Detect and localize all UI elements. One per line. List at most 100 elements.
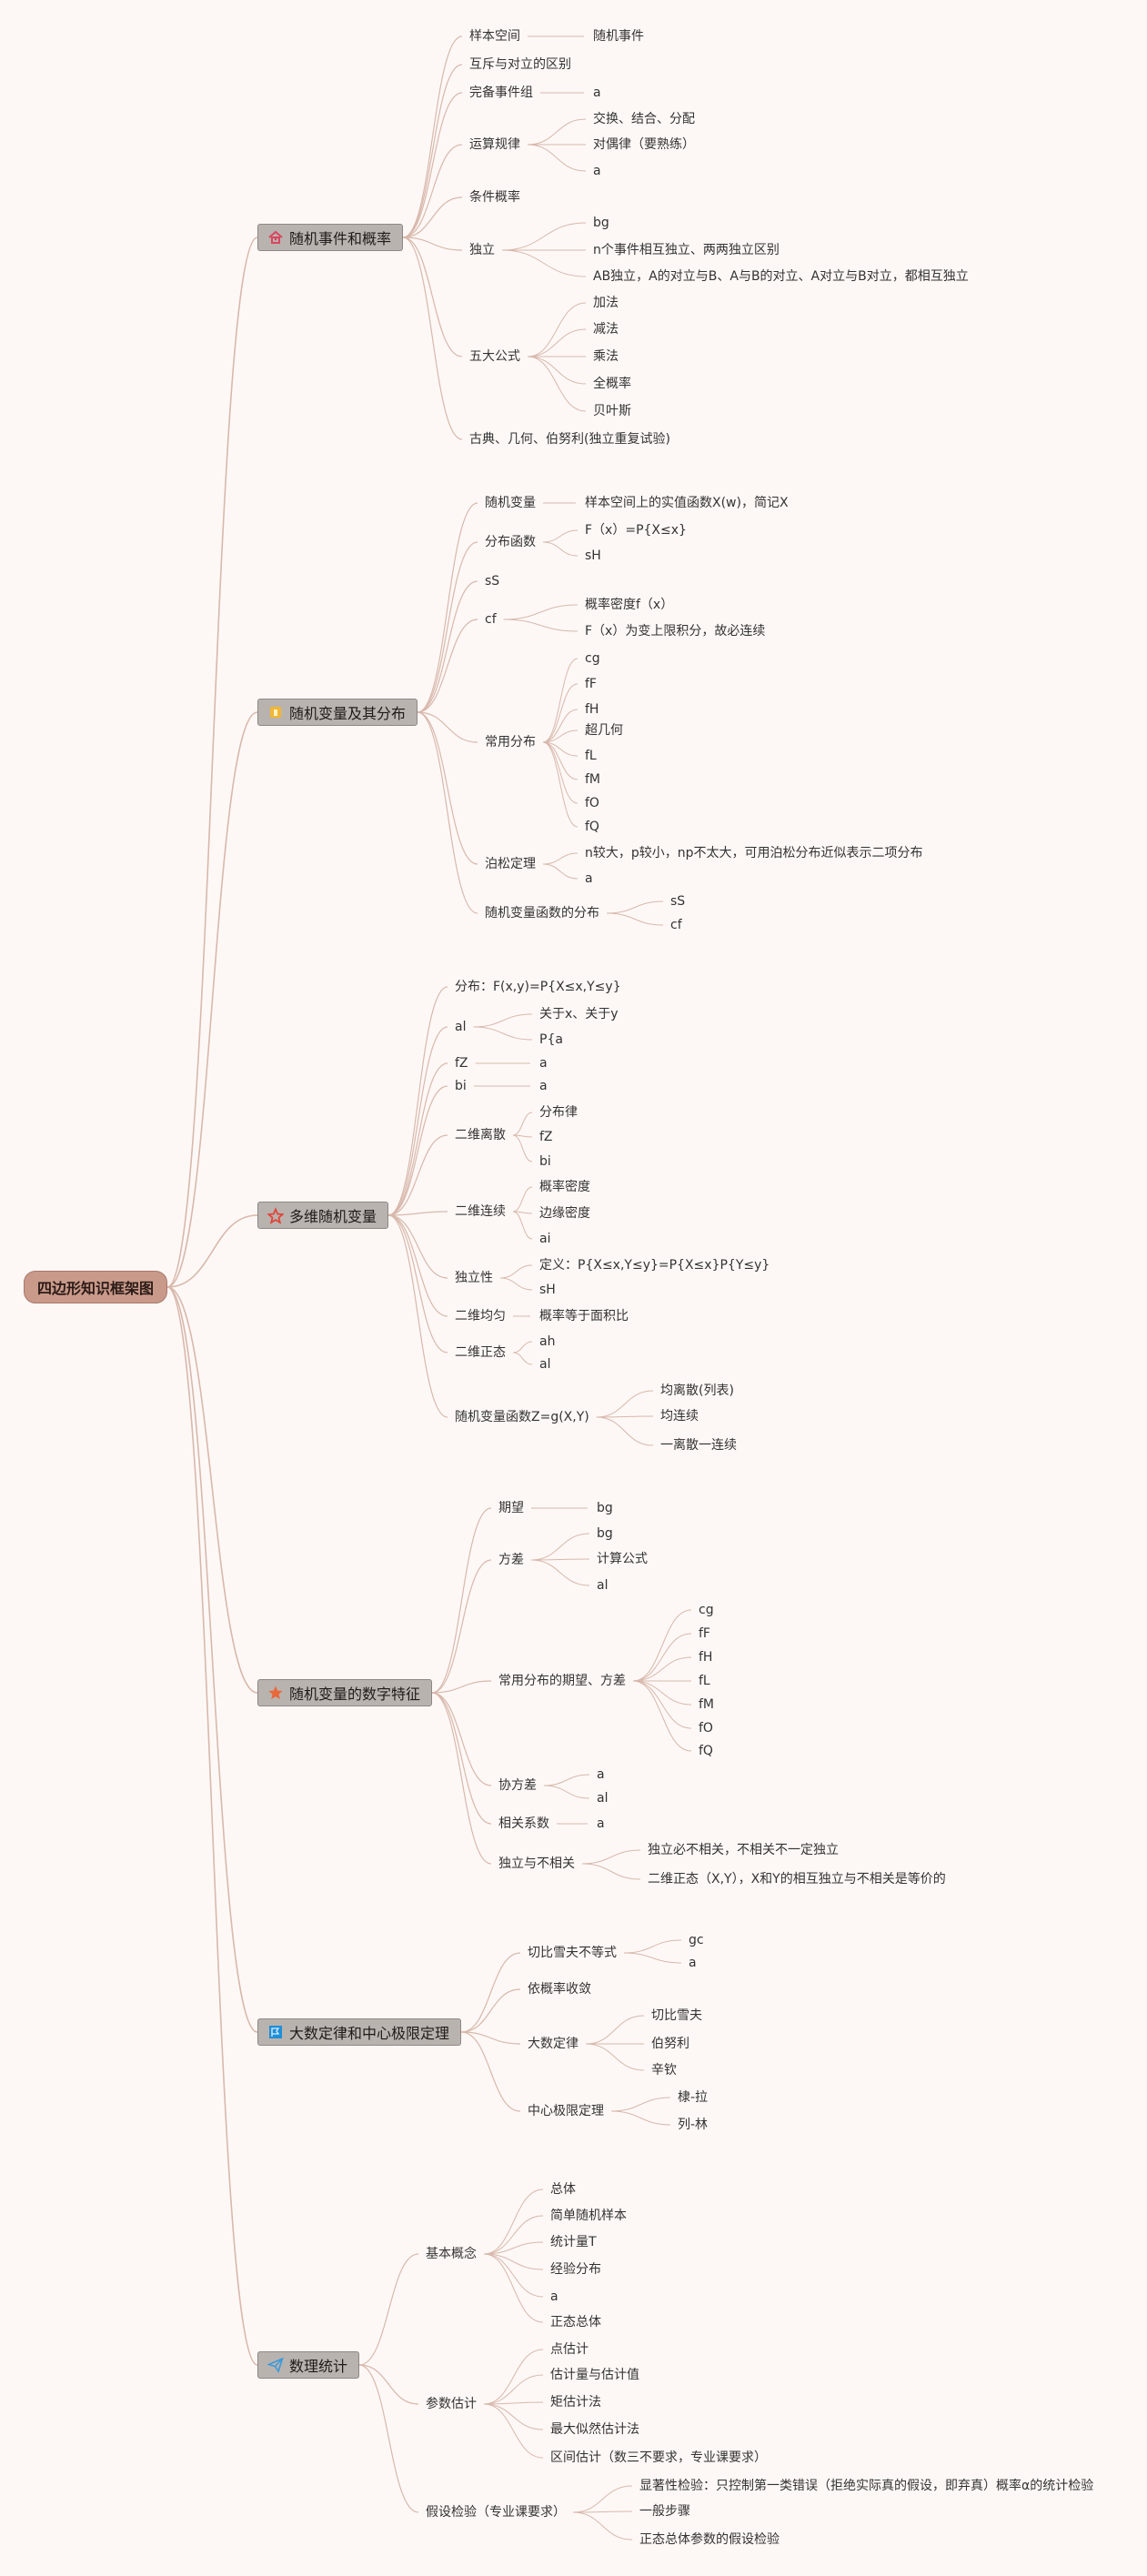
- detail-topic[interactable]: 统计量T: [550, 2235, 597, 2249]
- subtopic[interactable]: 方差: [498, 1553, 524, 1567]
- detail-topic[interactable]: a: [593, 86, 601, 100]
- detail-topic[interactable]: fQ: [699, 1744, 713, 1758]
- detail-topic[interactable]: fF: [699, 1626, 710, 1641]
- detail-topic[interactable]: n较大，p较小，np不太大，可用泊松分布近似表示二项分布: [585, 846, 923, 860]
- detail-topic[interactable]: fM: [585, 772, 601, 787]
- subtopic[interactable]: 参数估计: [426, 2397, 477, 2411]
- detail-topic[interactable]: bi: [539, 1154, 551, 1169]
- detail-topic[interactable]: al: [539, 1357, 551, 1372]
- subtopic[interactable]: 协方差: [498, 1778, 537, 1793]
- detail-topic[interactable]: 概率密度: [539, 1180, 590, 1194]
- main-topic[interactable]: 随机变量的数字特征: [257, 1679, 433, 1706]
- detail-topic[interactable]: al: [597, 1578, 609, 1593]
- subtopic[interactable]: 随机变量函数Z=g(X,Y): [455, 1410, 589, 1424]
- detail-topic[interactable]: 定义：P{X≤x,Y≤y}=P{X≤x}P{Y≤y}: [539, 1258, 770, 1273]
- subtopic[interactable]: 泊松定理: [485, 857, 536, 871]
- detail-topic[interactable]: al: [597, 1791, 609, 1806]
- subtopic[interactable]: cf: [485, 612, 497, 627]
- detail-topic[interactable]: a: [539, 1056, 548, 1071]
- subtopic[interactable]: 中心极限定理: [528, 2104, 604, 2118]
- detail-topic[interactable]: 棣-拉: [678, 2090, 709, 2105]
- detail-topic[interactable]: 伯努利: [651, 2037, 689, 2051]
- subtopic[interactable]: 切比雪夫不等式: [528, 1946, 617, 1960]
- detail-topic[interactable]: 总体: [550, 2182, 576, 2197]
- subtopic[interactable]: 相关系数: [498, 1816, 549, 1831]
- detail-topic[interactable]: 加法: [593, 296, 619, 310]
- detail-topic[interactable]: 矩估计法: [550, 2395, 601, 2410]
- detail-topic[interactable]: 贝叶斯: [593, 404, 631, 418]
- detail-topic[interactable]: fO: [585, 796, 599, 810]
- detail-topic[interactable]: fH: [585, 702, 599, 717]
- detail-topic[interactable]: 列-林: [678, 2118, 709, 2132]
- detail-topic[interactable]: 区间估计（数三不要求，专业课要求）: [550, 2450, 767, 2465]
- detail-topic[interactable]: sH: [539, 1283, 556, 1297]
- detail-topic[interactable]: sS: [670, 894, 686, 909]
- detail-topic[interactable]: 估计量与估计值: [550, 2368, 639, 2382]
- subtopic[interactable]: 分布函数: [485, 535, 536, 549]
- subtopic[interactable]: 基本概念: [426, 2247, 477, 2261]
- detail-topic[interactable]: ah: [539, 1334, 556, 1349]
- detail-topic[interactable]: bg: [593, 216, 609, 230]
- subtopic[interactable]: 依概率收敛: [528, 1982, 591, 1997]
- detail-topic[interactable]: a: [550, 2289, 558, 2304]
- detail-topic[interactable]: bg: [597, 1526, 613, 1541]
- detail-topic[interactable]: fQ: [585, 820, 599, 834]
- subtopic[interactable]: sS: [485, 574, 500, 589]
- detail-topic[interactable]: 一般步骤: [639, 2504, 690, 2519]
- root-topic[interactable]: 四边形知识框架图: [24, 1271, 168, 1303]
- subtopic[interactable]: 运算规律: [469, 137, 520, 152]
- detail-topic[interactable]: fL: [585, 749, 597, 763]
- detail-topic[interactable]: 辛钦: [651, 2063, 677, 2078]
- subtopic[interactable]: 独立: [469, 243, 495, 257]
- detail-topic[interactable]: fZ: [539, 1130, 553, 1144]
- detail-topic[interactable]: 分布律: [539, 1105, 578, 1120]
- detail-topic[interactable]: 边缘密度: [539, 1206, 590, 1221]
- detail-topic[interactable]: 独立必不相关，不相关不一定独立: [648, 1843, 839, 1857]
- detail-topic[interactable]: 正态总体: [550, 2315, 601, 2329]
- detail-topic[interactable]: 乘法: [593, 349, 619, 364]
- detail-topic[interactable]: 经验分布: [550, 2262, 601, 2277]
- detail-topic[interactable]: 计算公式: [597, 1552, 648, 1566]
- detail-topic[interactable]: 全概率: [593, 377, 631, 391]
- main-topic[interactable]: 数理统计: [257, 2351, 360, 2379]
- detail-topic[interactable]: fL: [699, 1674, 710, 1688]
- detail-topic[interactable]: 点估计: [550, 2342, 589, 2357]
- detail-topic[interactable]: 均离散(列表): [660, 1384, 734, 1398]
- subtopic[interactable]: 完备事件组: [469, 86, 533, 100]
- detail-topic[interactable]: P{a: [539, 1032, 563, 1047]
- detail-topic[interactable]: F（x）为变上限积分，故必连续: [585, 624, 766, 639]
- detail-topic[interactable]: 概率密度f（x）: [585, 598, 674, 612]
- subtopic[interactable]: 假设检验（专业课要求）: [426, 2505, 566, 2520]
- detail-topic[interactable]: a: [593, 164, 601, 178]
- detail-topic[interactable]: 简单随机样本: [550, 2209, 627, 2223]
- detail-topic[interactable]: gc: [689, 1933, 704, 1947]
- main-topic[interactable]: 大数定律和中心极限定理: [257, 2018, 462, 2046]
- subtopic[interactable]: 大数定律: [528, 2037, 579, 2051]
- detail-topic[interactable]: 切比雪夫: [651, 2008, 702, 2023]
- detail-topic[interactable]: cf: [670, 918, 682, 932]
- main-topic[interactable]: 随机变量及其分布: [257, 699, 418, 726]
- detail-topic[interactable]: a: [539, 1079, 548, 1093]
- detail-topic[interactable]: 超几何: [585, 723, 623, 738]
- detail-topic[interactable]: 一离散一连续: [660, 1438, 737, 1453]
- detail-topic[interactable]: 概率等于面积比: [539, 1309, 629, 1323]
- detail-topic[interactable]: bg: [597, 1501, 613, 1515]
- subtopic[interactable]: bi: [455, 1079, 467, 1093]
- detail-topic[interactable]: 正态总体参数的假设检验: [639, 2532, 780, 2547]
- detail-topic[interactable]: 最大似然估计法: [550, 2422, 639, 2437]
- detail-topic[interactable]: fF: [585, 677, 597, 691]
- detail-topic[interactable]: 对偶律（要熟练）: [593, 137, 695, 152]
- detail-topic[interactable]: AB独立，A的对立与B、A与B的对立、A对立与B对立，都相互独立: [593, 269, 969, 284]
- detail-topic[interactable]: a: [689, 1956, 697, 1970]
- detail-topic[interactable]: 交换、结合、分配: [593, 112, 695, 126]
- detail-topic[interactable]: ai: [539, 1232, 551, 1246]
- detail-topic[interactable]: 均连续: [660, 1409, 699, 1424]
- detail-topic[interactable]: 显著性检验：只控制第一类错误（拒绝实际真的假设，即弃真）概率α的统计检验: [639, 2479, 1094, 2493]
- detail-topic[interactable]: 随机事件: [593, 29, 644, 44]
- detail-topic[interactable]: 二维正态（X,Y），X和Y的相互独立与不相关是等价的: [648, 1872, 946, 1887]
- subtopic[interactable]: al: [455, 1020, 467, 1034]
- subtopic[interactable]: 二维均匀: [455, 1309, 506, 1323]
- detail-topic[interactable]: a: [585, 871, 593, 886]
- detail-topic[interactable]: sH: [585, 548, 601, 563]
- subtopic[interactable]: 独立与不相关: [498, 1857, 575, 1871]
